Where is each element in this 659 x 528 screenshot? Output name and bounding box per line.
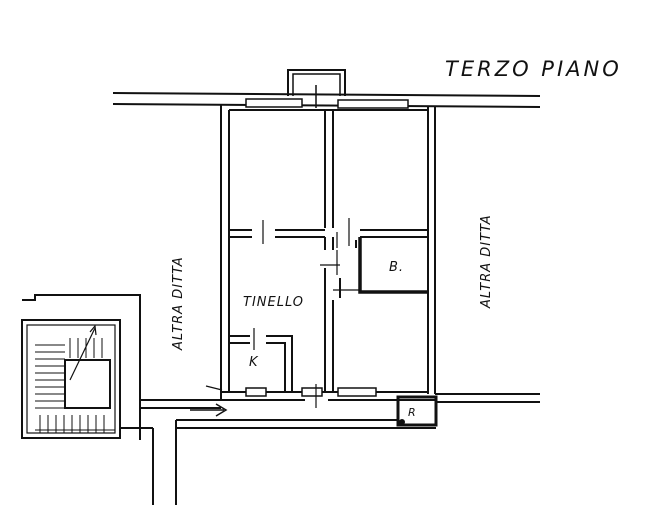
landing bbox=[120, 385, 436, 505]
top-boundary bbox=[112, 92, 541, 108]
bathroom-label: B. bbox=[389, 260, 404, 275]
floor-title: TERZO PIANO bbox=[445, 57, 622, 81]
balcony bbox=[287, 69, 346, 108]
left-neighbor-label: ALTRA DITTA bbox=[171, 256, 186, 351]
storage-label: R bbox=[408, 406, 416, 419]
kitchen-label: K bbox=[249, 355, 259, 370]
storage-room bbox=[396, 395, 438, 427]
apartment-walls bbox=[220, 98, 540, 408]
tinello-label: TINELLO bbox=[243, 295, 304, 310]
right-neighbor-label: ALTRA DITTA bbox=[479, 214, 494, 309]
staircase bbox=[21, 294, 141, 440]
